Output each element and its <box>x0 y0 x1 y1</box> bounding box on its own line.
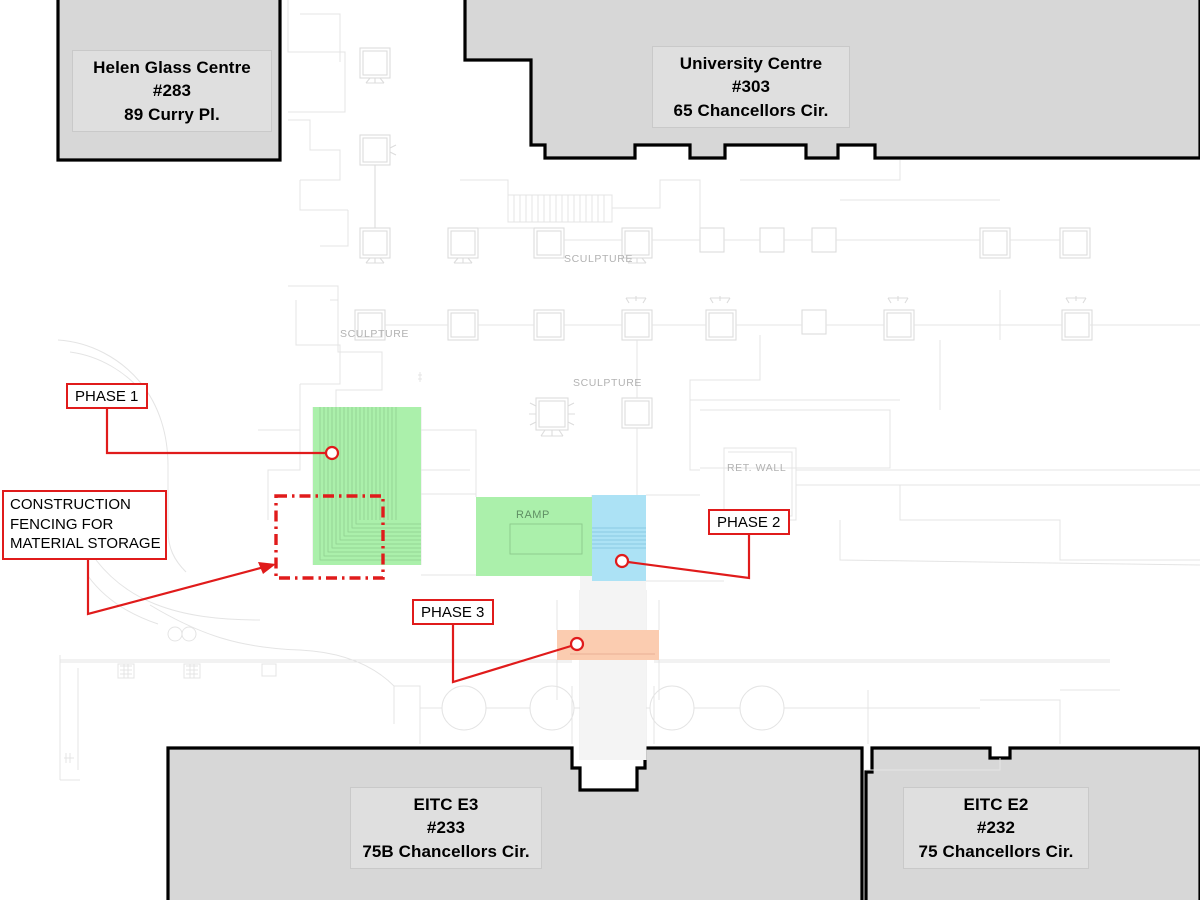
callout-phase-3[interactable]: PHASE 3 <box>412 599 494 625</box>
building-label-line: #303 <box>731 77 771 97</box>
building-label-line: #232 <box>976 818 1016 838</box>
callout-label-line: CONSTRUCTION <box>10 496 131 513</box>
building-label-eitc-e2: EITC E2 #232 75 Chancellors Cir. <box>903 787 1089 869</box>
building-masses <box>56 0 1200 900</box>
annotation-leaders <box>86 409 751 684</box>
building-label-line: 89 Curry Pl. <box>124 104 220 124</box>
cad-text-labels: SCULPTURE SCULPTURE SCULPTURE RET. WALL … <box>340 253 786 521</box>
building-label-line: EITC E3 <box>413 795 479 814</box>
cad-linework-lower <box>59 626 1120 781</box>
phase-3-leader <box>451 625 572 684</box>
sculpture-label-2: SCULPTURE <box>340 328 409 340</box>
building-label-line: Helen Glass Centre <box>93 58 251 77</box>
phase-1-leader-dot <box>324 445 340 461</box>
callout-label-line: MATERIAL STORAGE <box>10 535 161 552</box>
building-label-line: #283 <box>152 81 192 101</box>
phase-2-leader-dot <box>614 553 630 569</box>
phase-2-leader <box>627 535 751 580</box>
building-label-line: 75 Chancellors Cir. <box>918 841 1074 861</box>
phase-3-zone <box>557 630 659 660</box>
callout-label: PHASE 2 <box>717 514 781 531</box>
building-label-university-centre: University Centre #303 65 Chancellors Ci… <box>652 46 850 128</box>
callout-label: PHASE 1 <box>75 388 139 405</box>
callout-construction-fencing[interactable]: CONSTRUCTION FENCING FOR MATERIAL STORAG… <box>2 490 167 560</box>
callout-phase-1[interactable]: PHASE 1 <box>66 383 148 409</box>
fencing-leader <box>86 552 269 616</box>
building-label-helen-glass-centre: Helen Glass Centre #283 89 Curry Pl. <box>72 50 272 132</box>
building-label-line: EITC E2 <box>963 795 1029 814</box>
construction-zones <box>313 407 659 660</box>
sculpture-label-3: SCULPTURE <box>573 377 642 389</box>
building-label-line: University Centre <box>679 54 823 73</box>
callout-label: PHASE 3 <box>421 604 485 621</box>
building-label-line: 75B Chancellors Cir. <box>362 841 530 861</box>
ramp-label: RAMP <box>516 509 550 521</box>
phase-2-ramp-zone <box>476 497 593 576</box>
cad-linework-upper <box>287 0 1091 430</box>
phase-3-leader-dot <box>569 636 585 652</box>
phase-2-zone <box>592 495 646 581</box>
phase-1-zone <box>313 407 421 565</box>
ret-wall-label: RET. WALL <box>727 462 786 474</box>
material-storage-fence <box>274 494 385 580</box>
callout-phase-2[interactable]: PHASE 2 <box>708 509 790 535</box>
cad-linework-mid <box>330 290 1200 566</box>
sculpture-label-1: SCULPTURE <box>564 253 633 265</box>
building-label-line: 65 Chancellors Cir. <box>673 100 829 120</box>
fencing-leader-arrowhead <box>258 562 276 574</box>
building-label-line: #233 <box>426 818 466 838</box>
building-label-eitc-e3: EITC E3 #233 75B Chancellors Cir. <box>350 787 542 869</box>
phase-1-leader <box>105 409 327 455</box>
callout-label-line: FENCING FOR <box>10 515 114 533</box>
